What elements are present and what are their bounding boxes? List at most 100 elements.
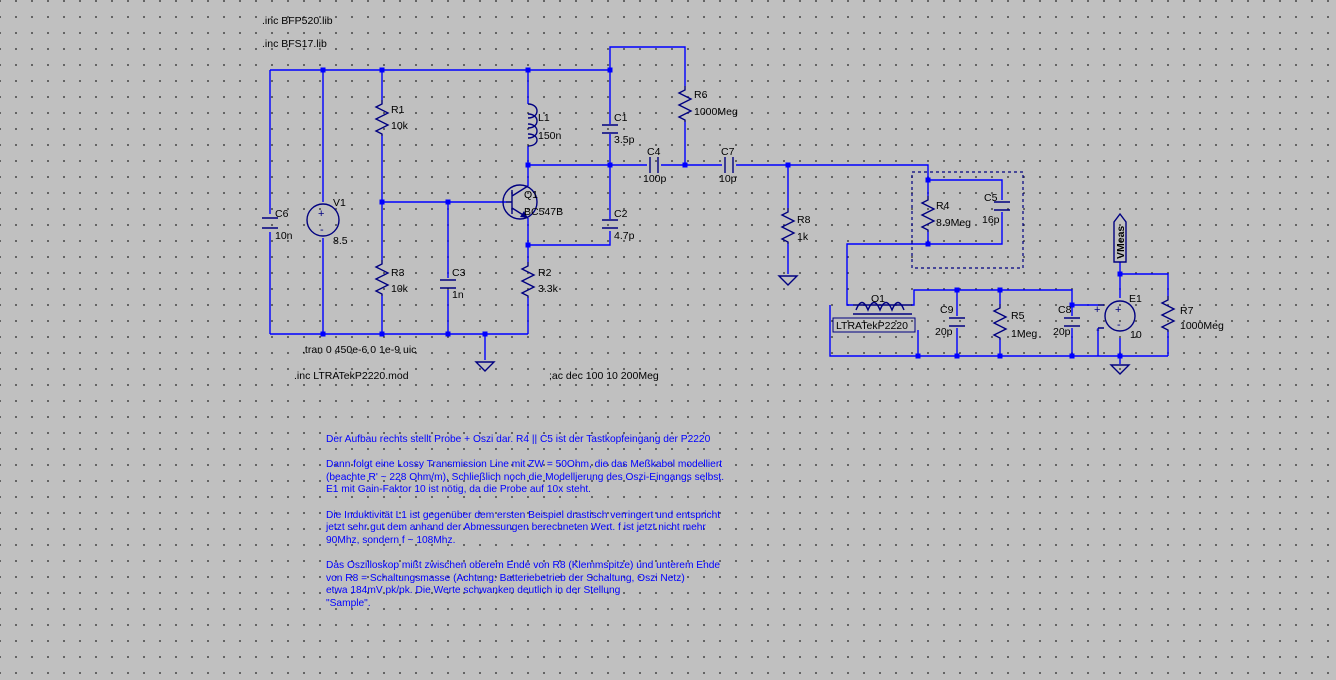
inductor-l1[interactable]: L1 150n: [527, 103, 562, 147]
c7-name: C7: [721, 146, 735, 158]
capacitor-c6[interactable]: C6 10n: [262, 208, 293, 242]
c8-value: 20p: [1053, 326, 1071, 338]
wire-r6[interactable]: [609, 46, 686, 165]
r3-name: R3: [391, 267, 405, 279]
r5-value: 1Meg: [1011, 328, 1037, 340]
voltage-source-v1[interactable]: + - V1 8.5: [306, 197, 348, 247]
resistor-r8[interactable]: R8 1k: [780, 208, 811, 244]
r6-value: 1000Meg: [694, 106, 738, 118]
net-label-vmeas[interactable]: VMeas: [1113, 212, 1127, 263]
directive-inc-bfs17[interactable]: .inc BFS17.lib: [262, 38, 327, 50]
resistor-r1[interactable]: R1 10k: [374, 100, 409, 136]
resistor-r7[interactable]: R7 1000Meg: [1160, 296, 1224, 332]
capacitor-c2[interactable]: C2 4.7p: [602, 208, 635, 242]
capacitor-c7[interactable]: C7 10p: [719, 146, 737, 185]
directive-inc-ltratek[interactable]: .inc LTRATekP2220.mod: [294, 370, 409, 382]
c7-value: 10p: [719, 173, 737, 185]
vmeas-text: VMeas: [1115, 226, 1127, 259]
ground-icon: [1109, 364, 1131, 375]
q1-value: BC547B: [524, 206, 563, 218]
junction: [379, 331, 385, 337]
junction: [525, 162, 531, 168]
junctions: [320, 67, 1123, 359]
comment-paragraph-4: Das Oszilloskop mißt zwischen oberem End…: [326, 559, 721, 609]
l1-name: L1: [538, 112, 550, 124]
r3-value: 10k: [391, 283, 409, 295]
capacitor-c8[interactable]: C8 20p: [1053, 304, 1080, 338]
junction: [1117, 271, 1123, 277]
junction: [320, 331, 326, 337]
ground-r8: [777, 275, 799, 286]
junction: [607, 162, 613, 168]
capacitor-c1[interactable]: C1 3.5p: [602, 112, 635, 146]
o1-name: O1: [871, 293, 885, 305]
junction: [954, 353, 960, 359]
wire-scope-top[interactable]: [912, 289, 1098, 306]
resistor-r5[interactable]: R5 1Meg: [992, 304, 1037, 340]
c1-name: C1: [614, 112, 628, 124]
directive-ac[interactable]: ;ac dec 100 10 200Meg: [549, 370, 659, 382]
c4-name: C4: [647, 146, 661, 158]
ground-icon: [474, 361, 496, 372]
c3-value: 1n: [452, 289, 464, 301]
v1-name: V1: [333, 197, 346, 209]
c6-name: C6: [275, 208, 289, 220]
wire-e1[interactable]: [1097, 274, 1121, 356]
r1-name: R1: [391, 104, 405, 116]
junction: [445, 331, 451, 337]
probe-input-box: [911, 171, 1024, 269]
transistor-q1[interactable]: Q1 BC547B: [502, 184, 563, 220]
wire-probe-top[interactable]: [928, 179, 1003, 245]
resistor-r3[interactable]: R3 10k: [374, 260, 409, 296]
junction: [925, 177, 931, 183]
junction: [997, 353, 1003, 359]
junction: [445, 199, 451, 205]
directive-inc-bfp520[interactable]: .inc BFP520.lib: [262, 15, 333, 27]
e1-ctrl-plus: +: [1094, 304, 1100, 316]
capacitor-c9[interactable]: C9 20p: [935, 304, 965, 338]
capacitor-c4[interactable]: C4 100p: [643, 146, 667, 185]
r2-name: R2: [538, 267, 552, 279]
c5-value: 16p: [982, 214, 1000, 226]
wire-r7[interactable]: [1120, 273, 1169, 356]
schematic-comment[interactable]: Der Aufbau rechts stellt Probe + Oszi da…: [326, 434, 796, 623]
resistor-r2[interactable]: R2 3.3k: [520, 262, 559, 298]
c1-value: 3.5p: [614, 134, 635, 146]
wire-emitter-c2[interactable]: [528, 231, 611, 246]
c9-name: C9: [940, 304, 954, 316]
wires: [269, 46, 1169, 364]
e1-minus-sign: -: [1117, 319, 1121, 331]
capacitor-c3[interactable]: C3 1n: [440, 267, 466, 301]
junction: [379, 67, 385, 73]
r7-value: 1000Meg: [1180, 320, 1224, 332]
o1-value: LTRATekP2220: [836, 320, 908, 332]
c3-name: C3: [452, 267, 466, 279]
q1-body: [502, 184, 538, 220]
c2-value: 4.7p: [614, 230, 635, 242]
junction: [997, 287, 1003, 293]
c8-name: C8: [1058, 304, 1072, 316]
capacitor-c5[interactable]: C5 16p: [982, 192, 1010, 226]
r4-value: 8.9Meg: [936, 217, 971, 229]
vcvs-e1[interactable]: + - + - E1 10: [1094, 293, 1142, 341]
resistor-r4[interactable]: R4 8.9Meg: [920, 196, 971, 232]
e1-name: E1: [1129, 293, 1142, 305]
wire-probe-out[interactable]: [846, 243, 928, 306]
v1-value: 8.5: [333, 235, 348, 247]
r1-value: 10k: [391, 120, 409, 132]
resistor-r6[interactable]: R6 1000Meg: [677, 86, 738, 122]
e1-value: 10: [1130, 329, 1142, 341]
c9-value: 20p: [935, 326, 953, 338]
lossy-transmission-line-o1[interactable]: O1 LTRATekP2220: [832, 293, 916, 333]
wire-signal[interactable]: [528, 164, 929, 178]
junction: [607, 67, 613, 73]
wire-scope-bottom[interactable]: [829, 305, 1168, 357]
directive-tran[interactable]: .tran 0 450e-6 0 1e-9 uic: [302, 344, 416, 356]
e1-body: [1104, 300, 1136, 332]
junction: [785, 162, 791, 168]
r2-value: 3.3k: [538, 283, 559, 295]
c6-value: 10n: [275, 230, 293, 242]
c2-name: C2: [614, 208, 628, 220]
r6-name: R6: [694, 89, 708, 101]
